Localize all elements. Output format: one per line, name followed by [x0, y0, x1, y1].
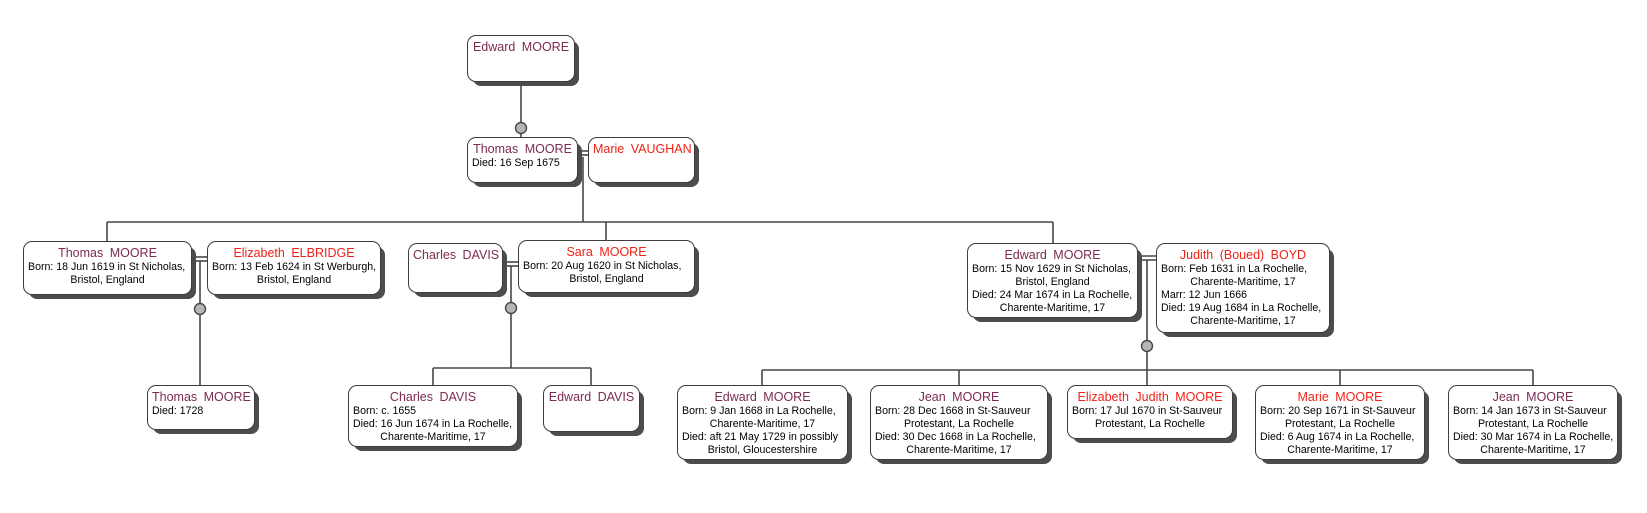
person-detail-line: Bristol, England [1015, 276, 1090, 288]
person-name: Elizabeth Judith MOORE [1077, 390, 1223, 404]
person-detail-line: Protestant, La Rochelle [1477, 418, 1589, 430]
person-box-edward-moore-g1[interactable]: Edward MOORE [467, 35, 575, 82]
person-box-charles-davis-g3[interactable]: Charles DAVIS [408, 243, 503, 293]
family-junction-bead[interactable] [514, 121, 528, 135]
person-detail-line: Died: 19 Aug 1684 in La Rochelle, [1161, 302, 1322, 314]
person-name: Edward MOORE [1004, 248, 1101, 262]
person-detail-line: Died: 24 Mar 1674 in La Rochelle, [972, 289, 1133, 301]
person-detail-line: Charente-Maritime, 17 [380, 431, 486, 443]
person-detail-line: Charente-Maritime, 17 [1287, 444, 1393, 456]
person-name: Thomas MOORE [58, 246, 157, 260]
person-name: Judith (Boued) BOYD [1179, 248, 1307, 262]
person-detail-line: Charente-Maritime, 17 [1190, 276, 1296, 288]
person-detail-line: Born: 28 Dec 1668 in St-Sauveur [875, 405, 1031, 417]
person-detail-line: Born: 18 Jun 1619 in St Nicholas, [28, 261, 186, 273]
person-name: Edward DAVIS [548, 390, 635, 404]
person-box-edward-davis-g4[interactable]: Edward DAVIS [543, 385, 640, 432]
person-name: Charles DAVIS [389, 390, 477, 404]
person-detail-line: Charente-Maritime, 17 [1190, 315, 1296, 327]
person-detail-line: Died: 30 Dec 1668 in La Rochelle, [875, 431, 1036, 443]
person-detail-line: Born: 13 Feb 1624 in St Werburgh, [212, 261, 377, 273]
person-name: Thomas MOORE [473, 142, 572, 156]
person-detail-line: Born: 20 Aug 1620 in St Nicholas, [523, 260, 682, 272]
person-detail-line: Born: 20 Sep 1671 in St-Sauveur [1260, 405, 1416, 417]
person-name: Sara MOORE [566, 245, 647, 259]
person-name: Jean MOORE [918, 390, 1000, 404]
person-detail-line: Charente-Maritime, 17 [1480, 444, 1586, 456]
family-junction-bead[interactable] [504, 301, 518, 315]
person-detail-line: Died: 30 Mar 1674 in La Rochelle, [1453, 431, 1614, 443]
person-detail-line: Protestant, La Rochelle [1284, 418, 1396, 430]
person-detail-line: Died: 16 Jun 1674 in La Rochelle, [353, 418, 513, 430]
person-name: Thomas MOORE [152, 390, 251, 404]
person-name: Jean MOORE [1492, 390, 1574, 404]
person-box-marie-vaughan-g2[interactable]: Marie VAUGHAN [588, 137, 695, 183]
person-detail-line: Charente-Maritime, 17 [906, 444, 1012, 456]
person-detail-line: Bristol, Gloucestershire [707, 444, 818, 456]
person-name: Edward MOORE [472, 40, 570, 54]
person-detail-line: Died: 1728 [152, 405, 204, 417]
person-detail-line: Charente-Maritime, 17 [999, 302, 1106, 314]
person-detail-line: Born: c. 1655 [353, 405, 417, 417]
person-detail-line: Born: 9 Jan 1668 in La Rochelle, [682, 405, 836, 417]
person-detail-line: Died: aft 21 May 1729 in possibly [682, 431, 839, 443]
person-detail-line: Bristol, England [256, 274, 332, 286]
person-name: Elizabeth ELBRIDGE [233, 246, 355, 260]
person-detail-line: Died: 6 Aug 1674 in La Rochelle, [1260, 431, 1415, 443]
person-detail-line: Bristol, England [569, 273, 644, 285]
person-detail-line: Born: 14 Jan 1673 in St-Sauveur [1453, 405, 1607, 417]
person-detail-line: Charente-Maritime, 17 [709, 418, 816, 430]
person-detail-line: Marr: 12 Jun 1666 [1161, 289, 1247, 301]
family-junction-bead[interactable] [1140, 339, 1154, 353]
person-name: Edward MOORE [714, 390, 811, 404]
person-detail-line: Born: Feb 1631 in La Rochelle, [1161, 263, 1308, 275]
person-detail-line: Born: 15 Nov 1629 in St Nicholas, [972, 263, 1131, 275]
family-junction-bead[interactable] [193, 302, 207, 316]
person-name: Charles DAVIS [413, 248, 500, 262]
person-detail-line: Protestant, La Rochelle [903, 418, 1015, 430]
person-name: Marie MOORE [1297, 390, 1383, 404]
person-detail-line: Born: 17 Jul 1670 in St-Sauveur [1072, 405, 1223, 417]
person-detail-line: Protestant, La Rochelle [1094, 418, 1206, 430]
person-detail-line: Died: 16 Sep 1675 [472, 157, 560, 169]
person-detail-line: Bristol, England [70, 274, 145, 286]
person-name: Marie VAUGHAN [593, 142, 692, 156]
